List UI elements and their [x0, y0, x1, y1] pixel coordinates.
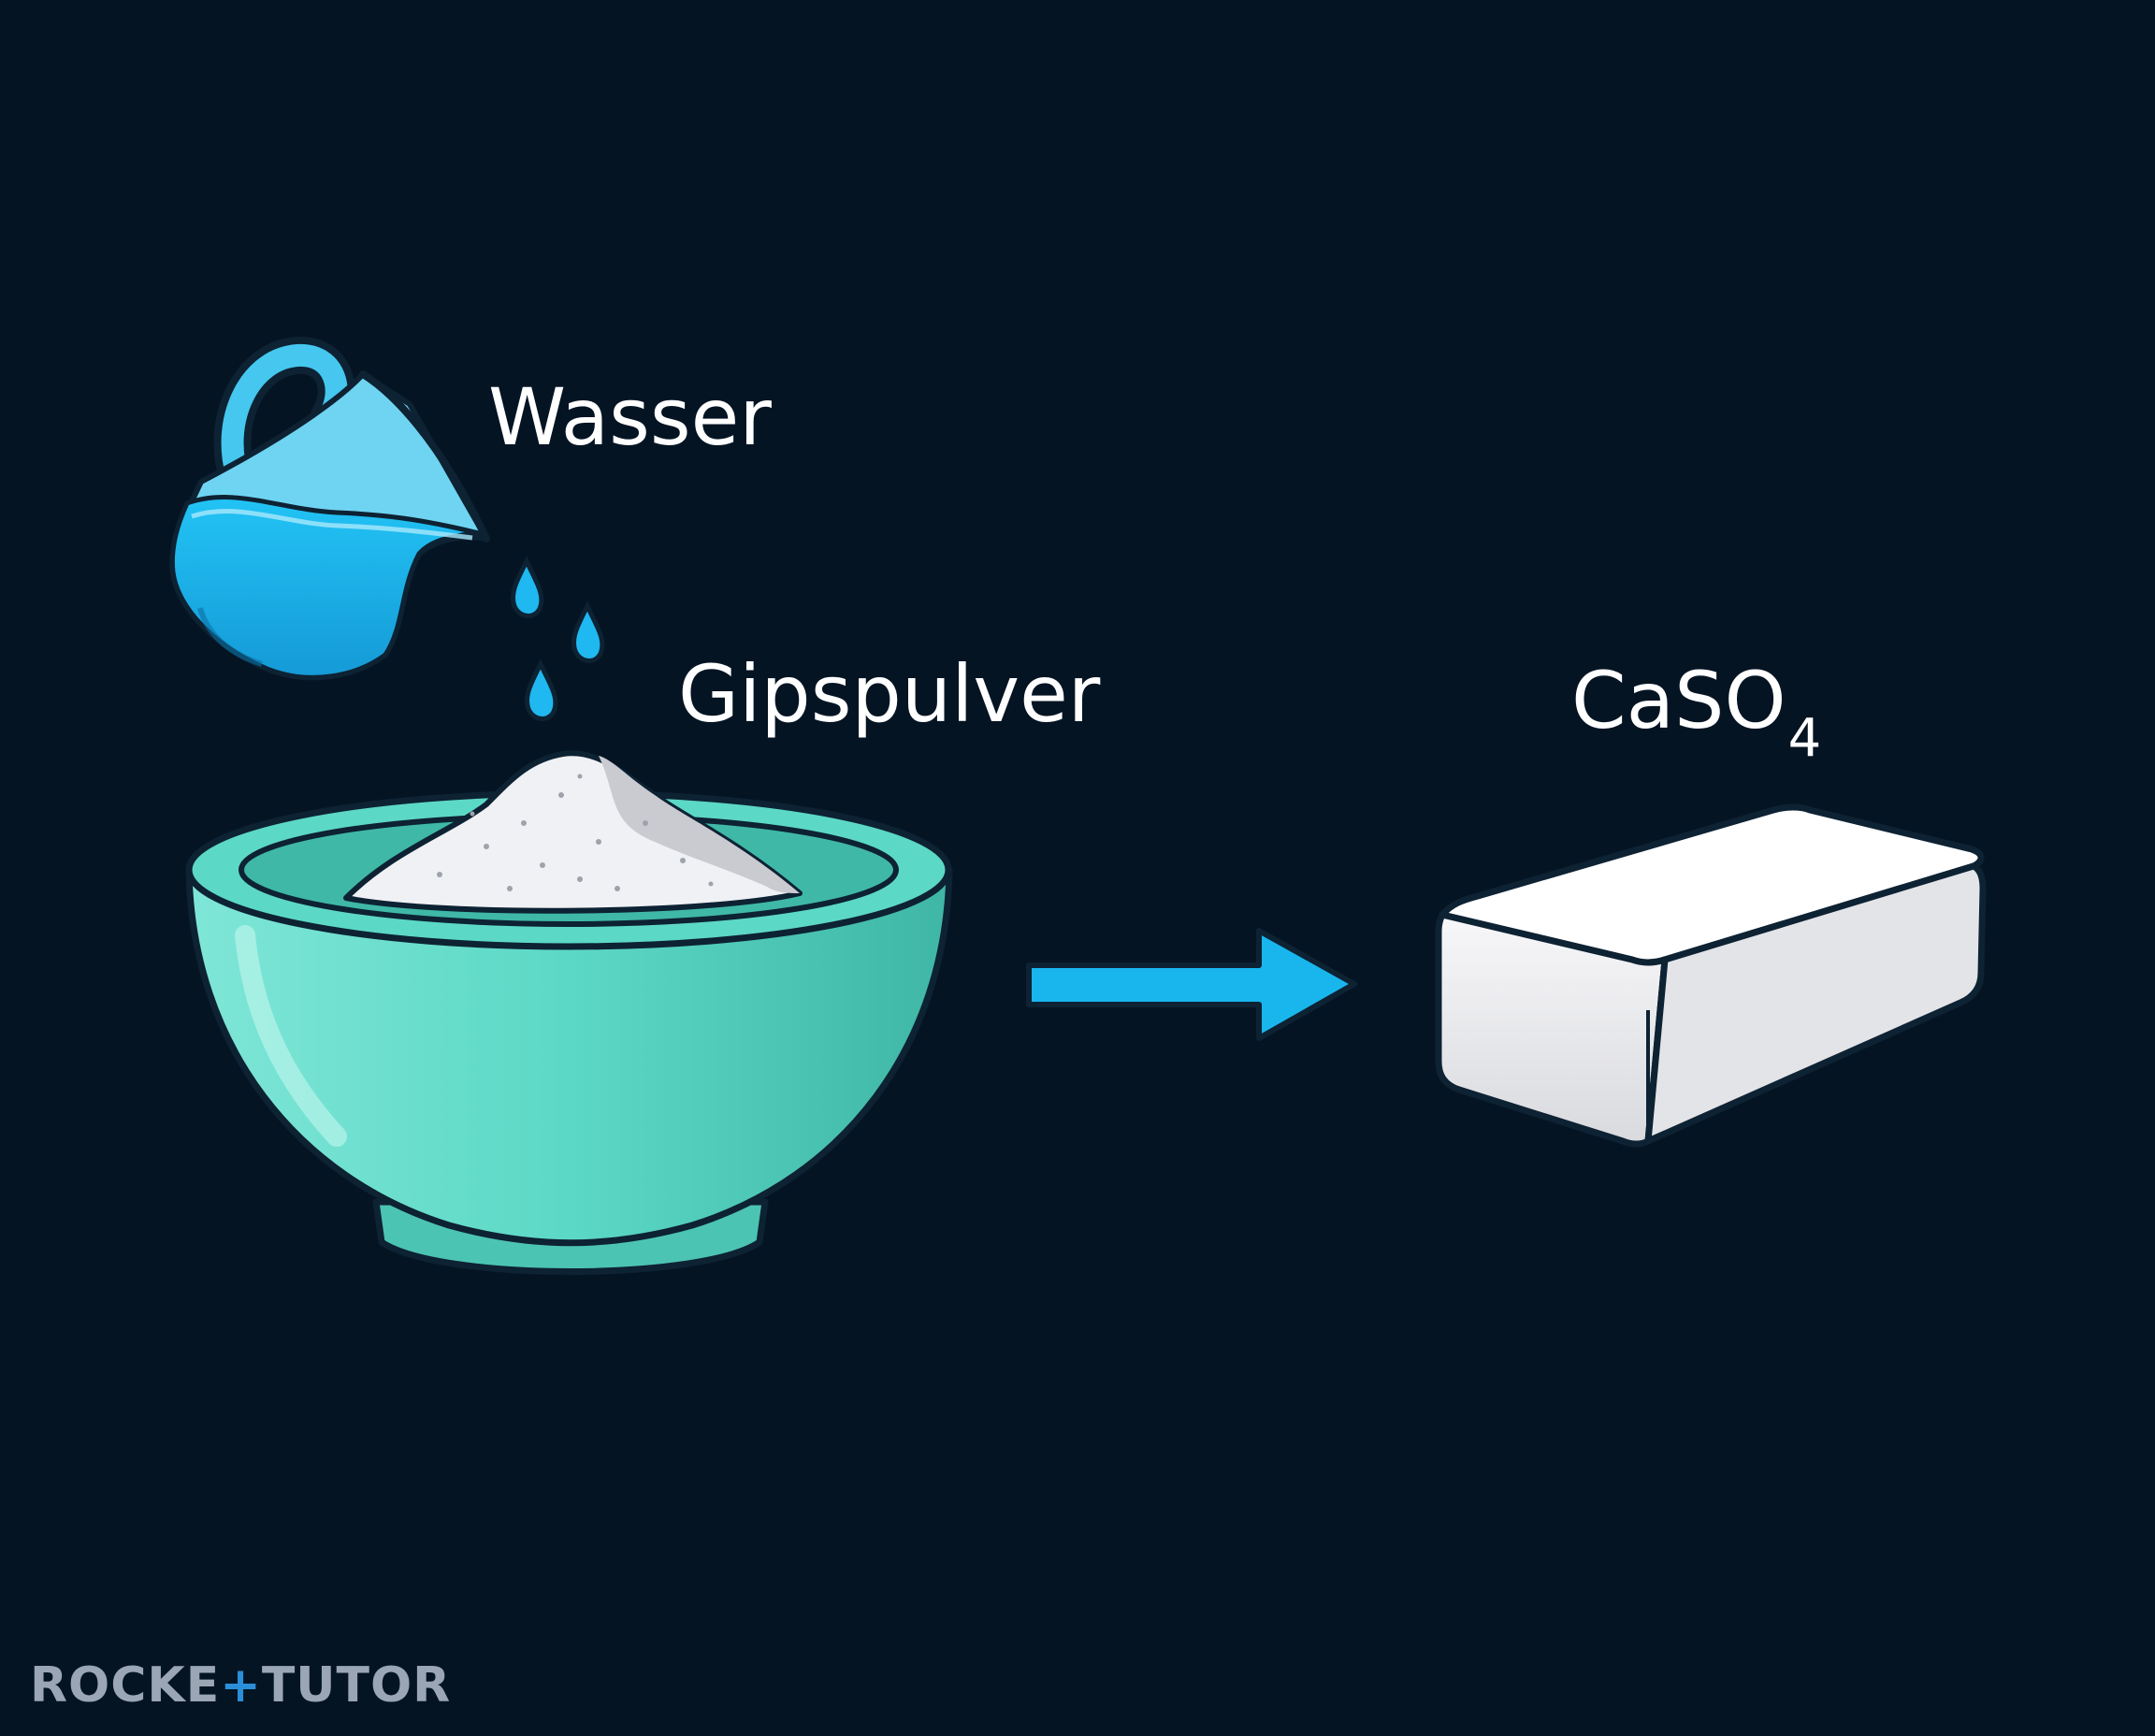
brand-plus: +: [220, 1657, 262, 1714]
brand-logo: ROCKE+TUTOR: [30, 1657, 451, 1714]
brand-part2: TUTOR: [261, 1657, 452, 1714]
powder-pile-icon: [343, 750, 803, 914]
arrow-right-icon: [1026, 928, 1357, 1041]
water-label: Wasser: [488, 371, 772, 463]
formula-subscript: 4: [1787, 708, 1822, 769]
formula-main: CaSO: [1571, 655, 1786, 746]
water-drop-icon: [511, 556, 605, 721]
pitcher-icon: [169, 337, 490, 681]
plaster-block-icon: [1435, 803, 1987, 1148]
product-formula-label: CaSO4: [1571, 661, 1821, 765]
powder-label: Gipspulver: [678, 648, 1101, 740]
brand-part1: ROCKE: [30, 1657, 221, 1714]
